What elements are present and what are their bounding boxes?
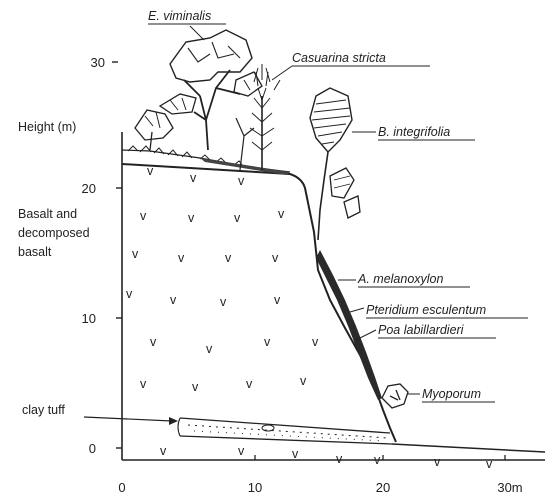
basalt-symbol: v <box>238 174 245 188</box>
x-tick-label-20: 20 <box>376 480 390 495</box>
plant-label-e-viminalis: E. viminalis <box>148 9 211 23</box>
substrate-label-line-1: Basalt and <box>18 207 77 221</box>
basalt-symbol: v <box>246 377 253 391</box>
basalt-symbol: v <box>188 211 195 225</box>
basalt-symbol: v <box>206 342 213 356</box>
banksia-tree-drawing <box>310 88 360 240</box>
y-tick-label-0: 0 <box>89 441 96 456</box>
label-casuarina-stricta: Casuarina stricta <box>272 51 430 80</box>
basalt-symbol: v <box>272 251 279 265</box>
y-axis-title: Height (m) <box>18 120 76 134</box>
basalt-symbol: v <box>140 377 147 391</box>
plant-label-casuarina-stricta: Casuarina stricta <box>292 51 386 65</box>
plant-label-pteridium-esculentum: Pteridium esculentum <box>366 303 486 317</box>
basalt-symbol: v <box>278 207 285 221</box>
eucalyptus-tree-drawing <box>160 30 262 150</box>
basalt-symbol: v <box>140 209 147 223</box>
plant-label-poa-labillardieri: Poa labillardieri <box>378 323 465 337</box>
basalt-symbol: v <box>292 447 299 461</box>
label-pteridium-esculentum: Pteridium esculentum <box>350 303 528 318</box>
basalt-symbol: v <box>374 453 381 467</box>
basalt-symbol: v <box>264 335 271 349</box>
substrate-label-line-2: decomposed <box>18 226 90 240</box>
substrate-label-line-3: basalt <box>18 245 52 259</box>
label-myoporum: Myoporum <box>408 387 495 402</box>
basalt-symbol: v <box>132 247 139 261</box>
small-shrub-drawing <box>135 110 173 150</box>
x-tick-label-0: 0 <box>118 480 125 495</box>
y-tick-label-30: 30 <box>91 55 105 70</box>
basalt-symbol: v <box>190 171 197 185</box>
basalt-symbol: v <box>238 444 245 458</box>
cliff-profile-line <box>122 164 396 442</box>
basalt-symbol: v <box>170 293 177 307</box>
basalt-symbol: v <box>225 251 232 265</box>
basalt-symbol: v <box>274 293 281 307</box>
basalt-symbol: v <box>160 444 167 458</box>
label-b-integrifolia: B. integrifolia <box>352 125 475 140</box>
basalt-symbol: v <box>486 457 493 471</box>
clay-tuff-pointer <box>84 417 178 425</box>
y-tick-label-10: 10 <box>82 311 96 326</box>
basalt-symbol: v <box>312 335 319 349</box>
plant-label-a-melanoxylon: A. melanoxylon <box>357 272 444 286</box>
basalt-symbol: v <box>300 374 307 388</box>
label-poa-labillardieri: Poa labillardieri <box>356 323 496 340</box>
myoporum-shrub-drawing <box>382 384 408 408</box>
y-tick-label-20: 20 <box>82 181 96 196</box>
label-a-melanoxylon: A. melanoxylon <box>338 272 470 287</box>
basalt-symbol: v <box>147 164 154 178</box>
plant-label-myoporum: Myoporum <box>422 387 481 401</box>
basalt-symbol: v <box>234 211 241 225</box>
basalt-symbol: v <box>178 251 185 265</box>
basalt-symbol: v <box>220 295 227 309</box>
x-tick-label-10: 10 <box>248 480 262 495</box>
ground-surface-line <box>392 444 545 452</box>
clay-tuff-label: clay tuff <box>22 403 65 417</box>
basalt-symbol: v <box>150 335 157 349</box>
basalt-symbol: v <box>434 455 441 469</box>
x-tick-label-30: 30m <box>497 480 522 495</box>
plant-label-b-integrifolia: B. integrifolia <box>378 125 450 139</box>
basalt-symbol: v <box>192 380 199 394</box>
basalt-symbol: v <box>336 452 343 466</box>
clay-tuff-layer <box>178 418 392 444</box>
basalt-symbol: v <box>126 287 133 301</box>
